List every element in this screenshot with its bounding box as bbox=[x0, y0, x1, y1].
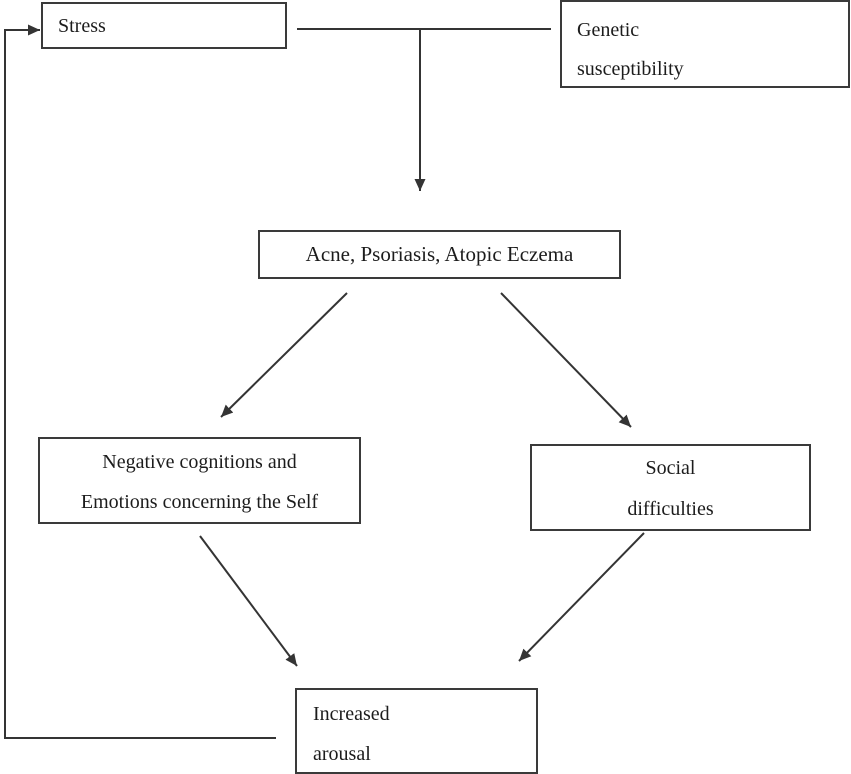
edge-conditions-to-negative-cognitions bbox=[220, 292, 348, 418]
node-social-difficulties-label-line2: difficulties bbox=[627, 498, 714, 520]
edge-conditions-to-social-difficulties bbox=[500, 292, 632, 428]
node-genetic-susceptibility: Genetic susceptibility bbox=[560, 0, 850, 88]
node-skin-conditions-label: Acne, Psoriasis, Atopic Eczema bbox=[305, 242, 574, 266]
node-negative-cognitions-label-line1: Negative cognitions and bbox=[102, 451, 297, 473]
edge-negative-cognitions-to-arousal bbox=[199, 535, 298, 667]
node-increased-arousal-label-line1: Increased bbox=[313, 703, 390, 725]
node-stress: Stress bbox=[41, 2, 287, 49]
edge-arousal-to-stress bbox=[4, 24, 276, 739]
node-negative-cognitions-label-line2: Emotions concerning the Self bbox=[80, 491, 319, 513]
node-social-difficulties: Social difficulties bbox=[530, 444, 811, 531]
node-genetic-label-line1: Genetic bbox=[577, 19, 640, 41]
node-genetic-label-line2: susceptibility bbox=[577, 58, 684, 80]
node-increased-arousal-label-line2: arousal bbox=[313, 743, 371, 765]
edge-social-difficulties-to-arousal bbox=[518, 532, 645, 662]
node-skin-conditions: Acne, Psoriasis, Atopic Eczema bbox=[258, 230, 621, 279]
node-negative-cognitions: Negative cognitions and Emotions concern… bbox=[38, 437, 361, 524]
node-increased-arousal: Increased arousal bbox=[295, 688, 538, 774]
node-stress-label: Stress bbox=[58, 14, 106, 37]
node-social-difficulties-label-line1: Social bbox=[645, 457, 696, 479]
